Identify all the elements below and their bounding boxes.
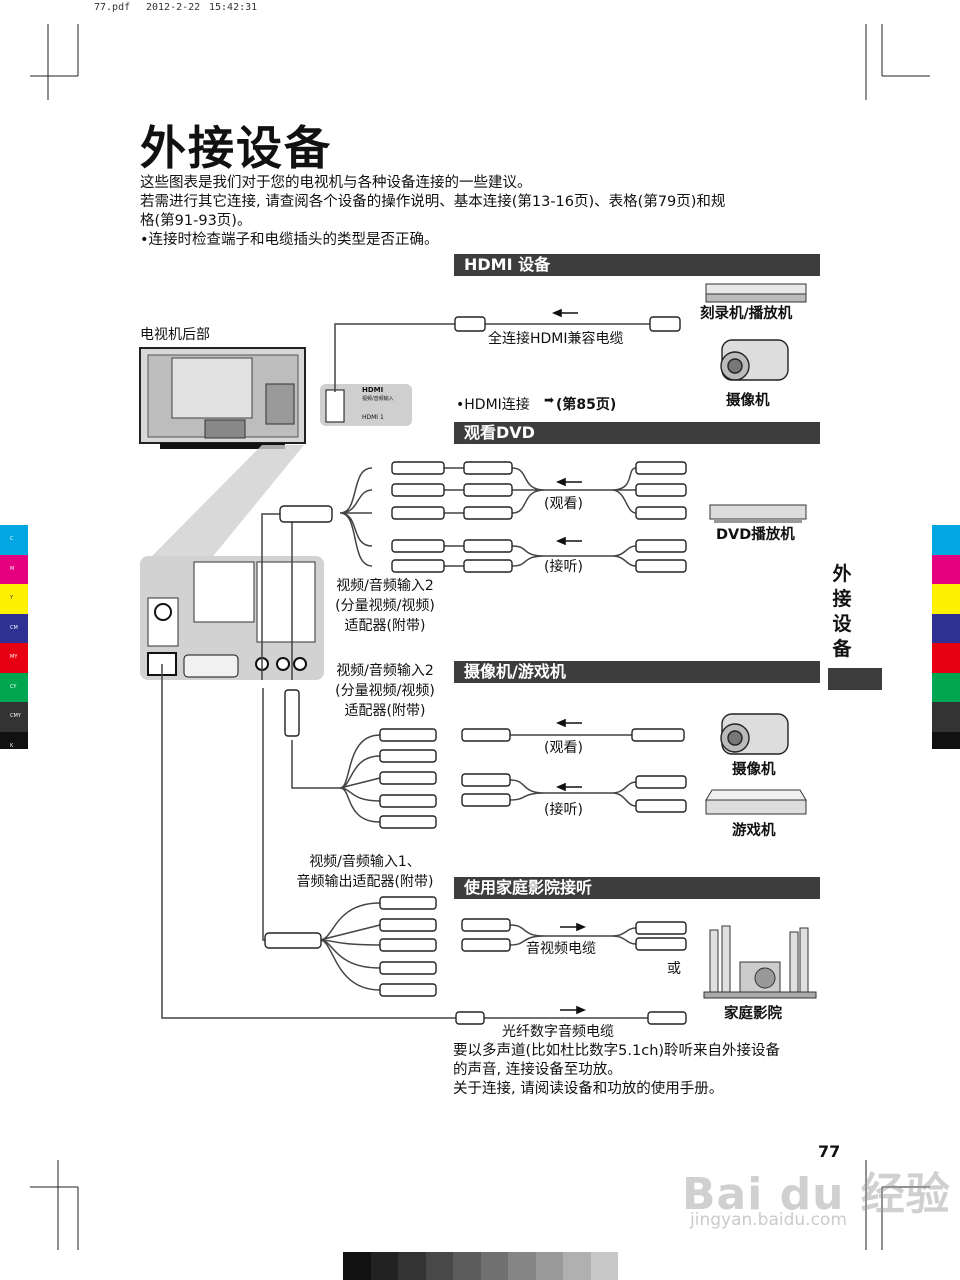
direction-arrows [551,308,587,1015]
or-label: 或 [667,961,681,977]
game-console-illustration [705,789,807,815]
hdmi-port-name: HDMI 1 [362,414,384,421]
home-theater-illustration [703,925,817,999]
intro-line-1: 这些图表是我们对于您的电视机与各种设备连接的一些建议。 [140,175,532,191]
adapter2-label-b: 视频/音频输入2(分量视频/视频)适配器(附带) [335,663,435,719]
gray-step [563,1252,591,1280]
color-bar-right-cy [932,672,960,702]
home-theater-label: 家庭影院 [724,1006,782,1022]
tv-rear-label: 电视机后部 [140,327,210,343]
section-camera-game: 摄像机/游戏机 [454,661,820,683]
av-cable-label: 音视频电缆 [526,941,596,957]
dvd-player-illustration [709,504,807,523]
camcorder2-label: 摄像机 [732,762,776,778]
adapter2-label-a: 视频/音频输入2(分量视频/视频)适配器(附带) [335,578,435,634]
dvd-watch-label: (观看) [544,496,583,512]
crop-marks [30,24,930,1250]
print-time: 15:42:31 [209,2,258,13]
page-number: 77 [818,1142,841,1161]
game-label: 游戏机 [732,823,776,839]
gray-step [343,1252,371,1280]
tv-rear-illustration [139,347,306,449]
side-tab-label: 外接设备 [832,563,852,660]
hdmi-page-ref: (第85页) [556,397,617,413]
arrow-right-icon: ➡ [544,393,555,407]
hdmi-port-label: HDMI [362,386,384,394]
baidu-watermark-url: jingyan.baidu.com [690,1210,847,1230]
color-bar-my: MY [0,643,28,673]
section-dvd: 观看DVD [454,422,820,444]
section-home-theater: 使用家庭影院接听 [454,877,820,899]
recorder-illustration [705,283,807,303]
color-bar-right-c [932,525,960,555]
camcorder2-illustration [720,713,789,755]
color-bar-k: K [0,731,28,749]
gray-step [535,1252,563,1280]
camcorder-illustration [720,339,789,381]
gray-step [425,1252,453,1280]
color-bar-cm: CM [0,613,28,643]
page-title: 外接设备 [140,121,332,175]
baidu-watermark-logo: Bai du 经验 [682,1169,951,1220]
gray-step [590,1252,618,1280]
recorder-label: 刻录机/播放机 [700,306,793,322]
gray-step [508,1252,536,1280]
color-bar-right-y [932,584,960,614]
intro-line-4: •连接时检查端子和电缆插头的类型是否正确。 [140,232,439,248]
cam-watch-label: (观看) [544,740,583,756]
optical-cable-label: 光纤数字音频电缆 [502,1024,614,1040]
color-bar-right-cm [932,613,960,643]
color-bar-cmy: CMY [0,702,28,732]
hdmi-port-sub: 视频/音频输入 [362,396,394,402]
file-name: 77.pdf [94,2,131,13]
gray-step [453,1252,481,1280]
color-bar-right-k [932,731,960,749]
intro-line-2: 若需进行其它连接, 请查阅各个设备的操作说明、基本连接(第13-16页)、表格(… [140,194,726,210]
footer-note: 要以多声道(比如杜比数字5.1ch)聆听来自外接设备的声音, 连接设备至功放。关… [453,1043,781,1097]
adapter1-label: 视频/音频输入1、音频输出适配器(附带) [296,854,434,890]
color-bar-m: M [0,554,28,584]
gray-step [480,1252,508,1280]
color-bar-y: Y [0,584,28,614]
gray-step [398,1252,426,1280]
dvd-player-label: DVD播放机 [716,527,795,543]
color-bar-right-m [932,554,960,584]
gray-step [370,1252,398,1280]
intro-line-3: 格(第91-93页)。 [140,213,252,229]
section-hdmi: HDMI 设备 [454,254,820,276]
print-date: 2012-2-22 [146,2,201,13]
color-bar-right-my [932,643,960,673]
color-bar-c: C [0,525,28,555]
dvd-listen-label: (接听) [544,559,583,575]
color-bar-right-cmy [932,702,960,732]
hdmi-cable-label: 全连接HDMI兼容电缆 [488,331,624,347]
camcorder-label: 摄像机 [726,393,770,409]
color-bar-cy: CY [0,672,28,702]
cam-listen-label: (接听) [544,802,583,818]
hdmi-connection-label: •HDMI连接 [456,397,530,413]
